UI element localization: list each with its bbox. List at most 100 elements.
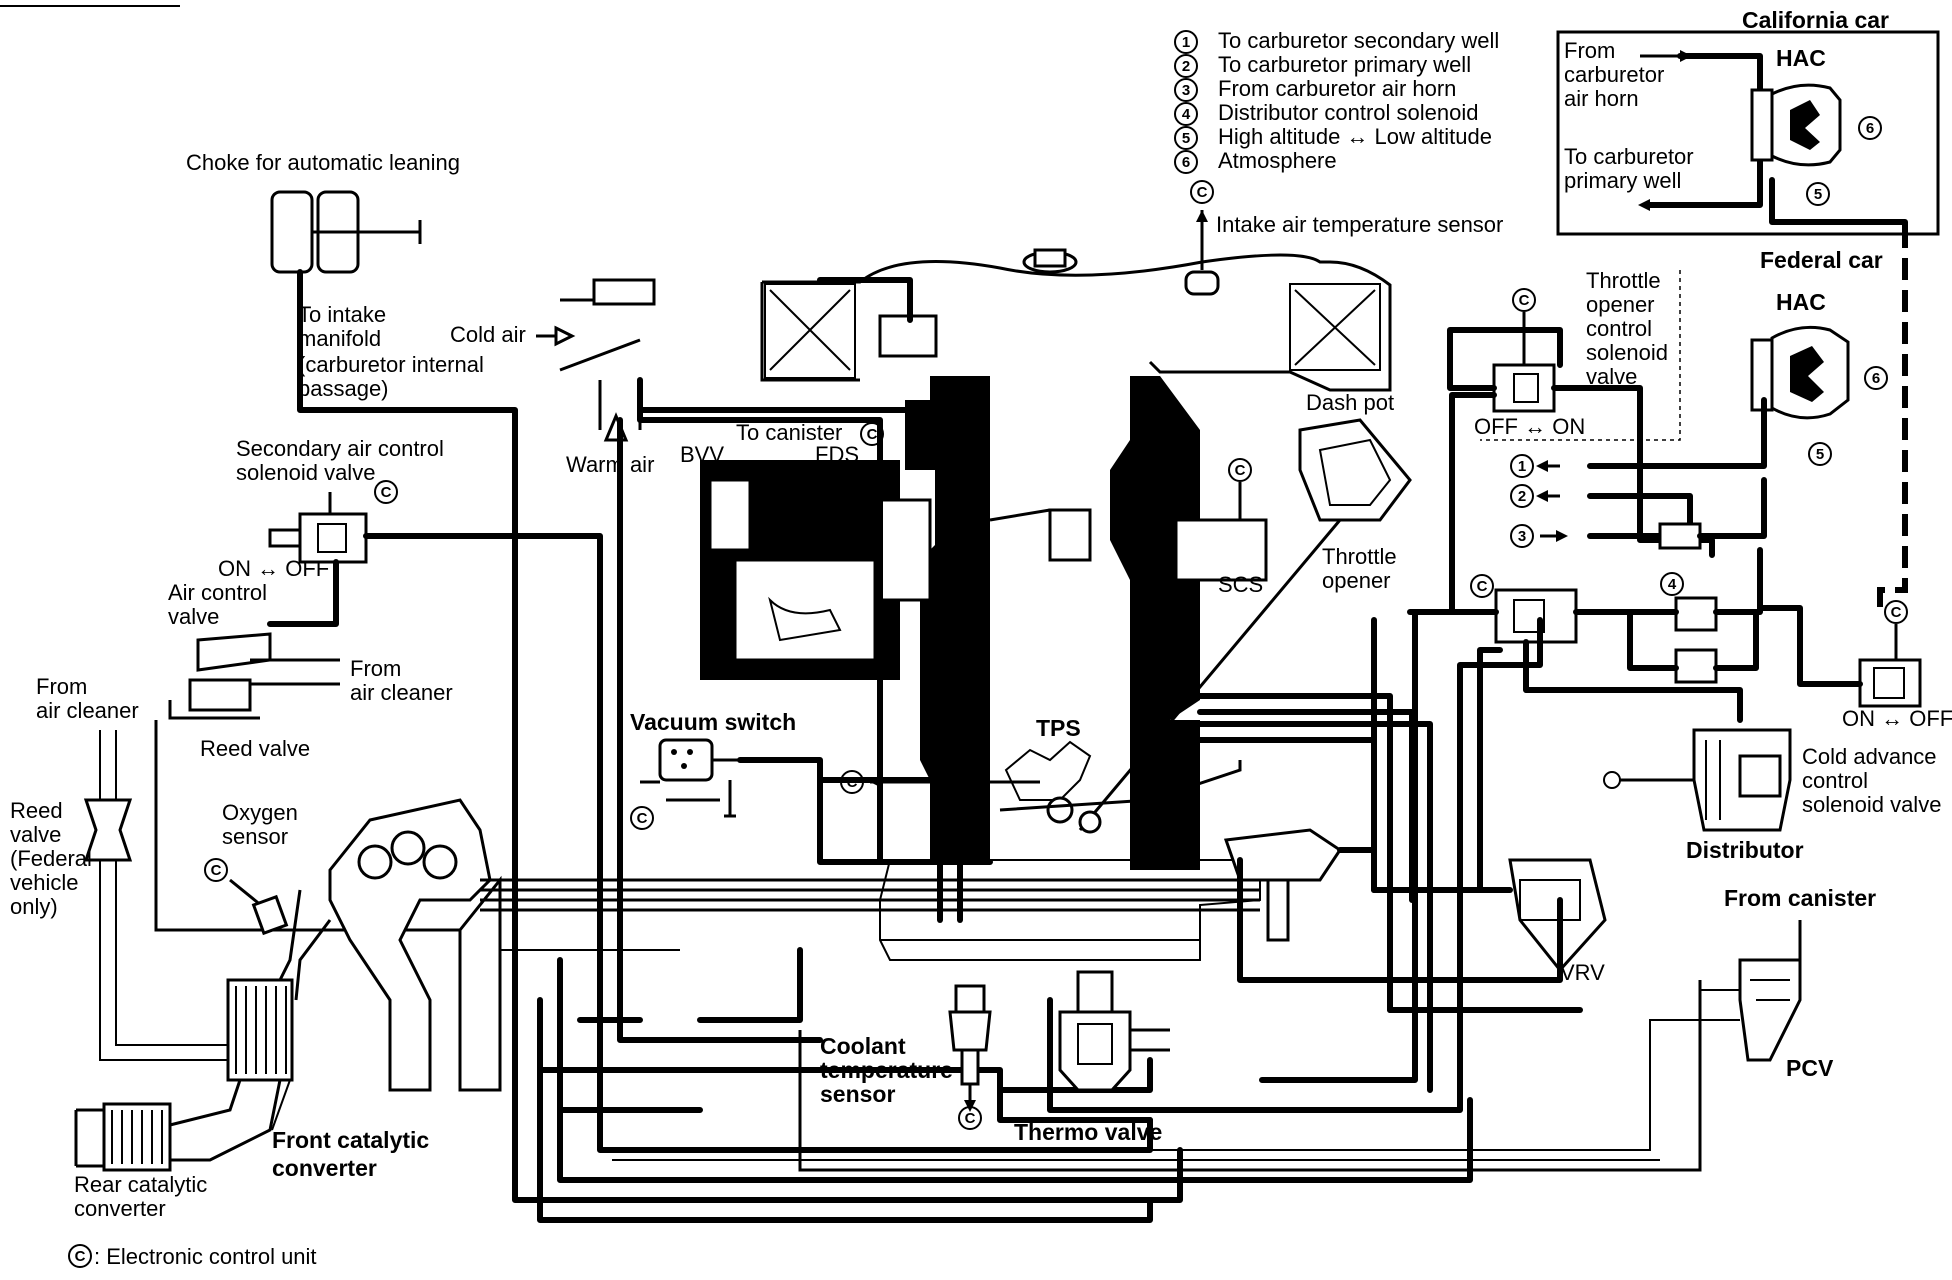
svg-text:Rear catalytic: Rear catalytic <box>74 1172 207 1197</box>
svg-text:High altitude ↔ Low altitude: High altitude ↔ Low altitude <box>1218 124 1492 149</box>
air-intake-duct: Cold air Warm air <box>450 278 656 477</box>
svg-text:5: 5 <box>1816 446 1824 463</box>
svg-text:Reed valve: Reed valve <box>200 736 310 761</box>
thermo-valve: Thermo valve <box>1014 970 1170 1145</box>
svg-text:Throttle: Throttle <box>1586 268 1661 293</box>
coolant-temperature-sensor: C Coolant temperature sensor <box>820 984 992 1130</box>
svg-text:To carburetor secondary well: To carburetor secondary well <box>1218 28 1499 53</box>
svg-text:solenoid valve: solenoid valve <box>1802 792 1941 817</box>
svg-text:valve: valve <box>1586 364 1637 389</box>
federal-hac-label: HAC <box>1776 289 1826 315</box>
svg-text:passage): passage) <box>298 376 389 401</box>
svg-text:ON ↔ OFF: ON ↔ OFF <box>218 556 329 581</box>
oxygen-sensor: Oxygen sensor C <box>204 800 298 936</box>
svg-text:C: C <box>867 426 878 443</box>
svg-text:To carburetor: To carburetor <box>1564 144 1694 169</box>
svg-text:2: 2 <box>1518 488 1526 505</box>
svg-text:(Federal: (Federal <box>10 846 92 871</box>
intake-air-temp-sensor: C Intake air temperature sensor <box>1184 180 1503 296</box>
svg-text:Air control: Air control <box>168 580 267 605</box>
federal-hac-unit: 6 5 <box>1750 325 1888 466</box>
svg-text:Coolant: Coolant <box>820 1033 906 1059</box>
federal-title: Federal car <box>1760 247 1883 273</box>
svg-text:Choke for automatic leaning: Choke for automatic leaning <box>186 150 460 175</box>
svg-text:carburetor: carburetor <box>1564 62 1664 87</box>
svg-text:SCS: SCS <box>1218 572 1263 597</box>
svg-text:To carburetor primary well: To carburetor primary well <box>1218 52 1471 77</box>
svg-text:From: From <box>36 674 87 699</box>
svg-text:Cold advance: Cold advance <box>1802 744 1937 769</box>
egr-valve <box>1223 828 1377 942</box>
svg-text:Reed: Reed <box>10 798 63 823</box>
svg-text:control: control <box>1802 768 1868 793</box>
vrv: VRV <box>1371 617 1607 985</box>
svg-text:Dash pot: Dash pot <box>1306 390 1394 415</box>
carburetor: SCS C <box>700 376 1268 870</box>
svg-text:air horn: air horn <box>1564 86 1639 111</box>
svg-text:From canister: From canister <box>1724 885 1876 911</box>
svg-text:From: From <box>1564 38 1615 63</box>
svg-text:VRV: VRV <box>1560 960 1605 985</box>
california-title: California car <box>1742 7 1889 33</box>
svg-text:Throttle: Throttle <box>1322 544 1397 569</box>
cold-advance-solenoid-valve: C ON ↔ OFF Cold advance control solenoid… <box>1757 600 1952 817</box>
main-vacuum-hoses <box>480 377 1583 1123</box>
svg-text:ON ↔ OFF: ON ↔ OFF <box>1842 706 1952 731</box>
svg-text:C: C <box>1519 292 1530 309</box>
svg-text:C: C <box>1197 184 1208 201</box>
svg-text:1: 1 <box>1182 34 1190 51</box>
svg-text:6: 6 <box>1182 154 1190 171</box>
ecu-footnote: C : Electronic control unit <box>68 1244 317 1269</box>
svg-text:sensor: sensor <box>222 824 288 849</box>
svg-text:FDS: FDS <box>815 442 859 467</box>
dash-pot: Dash pot Throttle opener <box>1078 390 1412 831</box>
svg-text:solenoid valve: solenoid valve <box>236 460 375 485</box>
svg-text:3: 3 <box>1518 528 1526 545</box>
legend: 1 To carburetor secondary well 2 To carb… <box>1174 28 1499 174</box>
legend-item-3: 3 From carburetor air horn <box>1174 76 1456 102</box>
svg-text:5: 5 <box>1814 186 1822 203</box>
legend-item-5: 5 High altitude ↔ Low altitude <box>1174 124 1492 150</box>
svg-text:temperature: temperature <box>820 1057 953 1083</box>
legend-item-6: 6 Atmosphere <box>1174 148 1337 174</box>
exhaust-manifold <box>268 798 502 1092</box>
svg-text:sensor: sensor <box>820 1081 895 1107</box>
federal-car-box: Federal car HAC 6 5 <box>1480 247 1888 466</box>
svg-text:Thermo valve: Thermo valve <box>1014 1119 1162 1145</box>
svg-text:2: 2 <box>1182 58 1190 75</box>
svg-text:OFF ↔ ON: OFF ↔ ON <box>1474 414 1585 439</box>
air-cleaner-housing <box>760 248 1392 392</box>
svg-text:C: C <box>1477 578 1488 595</box>
california-car-box: California car HAC From carburetor air h… <box>1556 7 1940 236</box>
svg-text:valve: valve <box>10 822 61 847</box>
svg-text:BVV: BVV <box>680 442 724 467</box>
svg-text:air cleaner: air cleaner <box>36 698 139 723</box>
bvv-fds-area: BVV To canister C FDS <box>637 277 1092 562</box>
svg-text:To canister: To canister <box>736 420 842 445</box>
svg-text:From carburetor air horn: From carburetor air horn <box>1218 76 1456 101</box>
svg-text:PCV: PCV <box>1786 1055 1834 1081</box>
vacuum-switch: Vacuum switch C <box>630 709 993 865</box>
svg-text:Distributor control solenoid: Distributor control solenoid <box>1218 100 1478 125</box>
svg-text:air cleaner: air cleaner <box>350 680 453 705</box>
svg-text:6: 6 <box>1866 120 1874 137</box>
svg-text:Distributor: Distributor <box>1686 837 1804 863</box>
svg-text:solenoid: solenoid <box>1586 340 1668 365</box>
svg-text:control: control <box>1586 316 1652 341</box>
california-hac-label: HAC <box>1776 45 1826 71</box>
svg-text:C: C <box>381 484 392 501</box>
svg-text:Cold air: Cold air <box>450 322 526 347</box>
svg-text:converter: converter <box>272 1155 377 1181</box>
svg-text:opener: opener <box>1322 568 1391 593</box>
rear-catalytic-converter: Rear catalytic converter <box>74 1102 207 1221</box>
legend-item-1: 1 To carburetor secondary well <box>1174 28 1499 54</box>
svg-text:Front catalytic: Front catalytic <box>272 1127 429 1153</box>
svg-text:Warm air: Warm air <box>566 452 654 477</box>
svg-text:TPS: TPS <box>1036 715 1081 741</box>
secondary-air-control-solenoid-valve: Secondary air control solenoid valve C O… <box>218 436 1153 1153</box>
svg-text:1: 1 <box>1518 458 1526 475</box>
bottom-hoses <box>537 997 1740 1223</box>
california-dashed-line <box>1877 226 1908 610</box>
svg-text:C: C <box>637 810 648 827</box>
